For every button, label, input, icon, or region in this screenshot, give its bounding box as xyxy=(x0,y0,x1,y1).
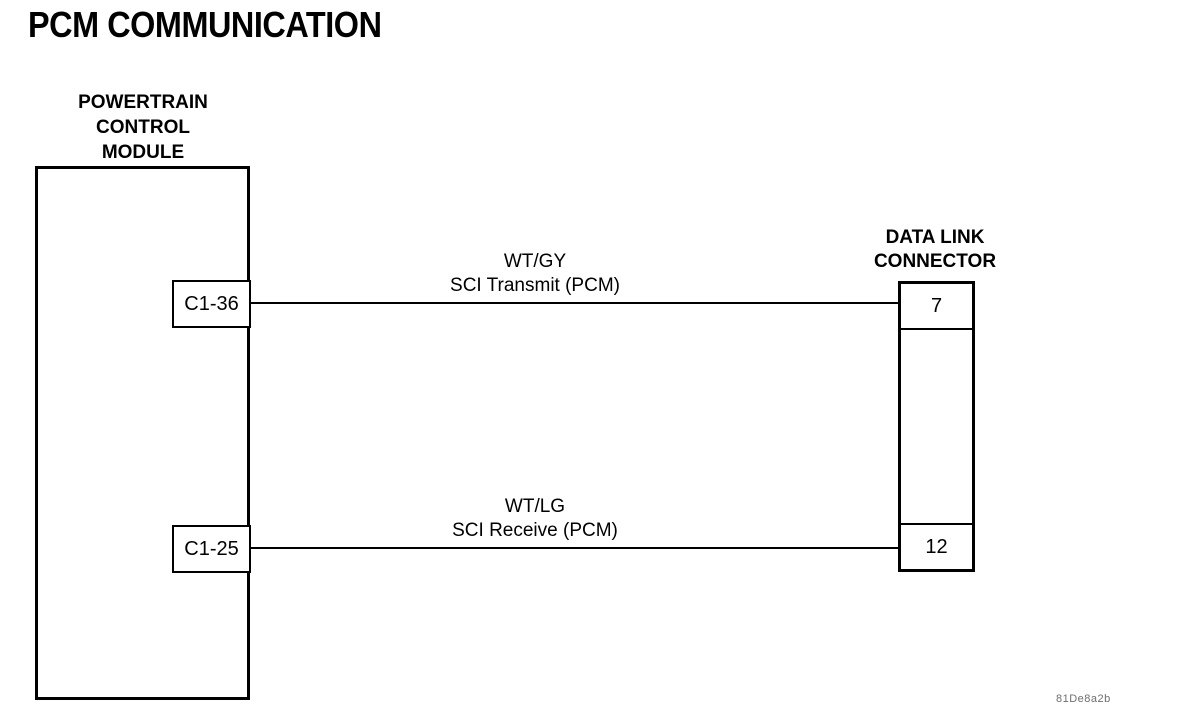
dlc-pin-12: 12 xyxy=(901,523,972,569)
wire-sci-receive xyxy=(250,547,898,549)
dlc-label-line2: CONNECTOR xyxy=(873,251,997,272)
dlc-component-box: 7 12 xyxy=(898,281,975,572)
page-title: PCM COMMUNICATION xyxy=(28,4,382,45)
pcm-pin-c1-25: C1-25 xyxy=(172,525,251,573)
pcm-label-line2: CONTROL xyxy=(96,117,190,138)
wire-signal-name: SCI Receive (PCM) xyxy=(452,520,618,541)
wire-sci-receive-label: WT/LG SCI Receive (PCM) xyxy=(335,495,735,543)
wire-sci-transmit-label: WT/GY SCI Transmit (PCM) xyxy=(335,250,735,298)
dlc-pin-7: 7 xyxy=(901,284,972,330)
wire-color-code: WT/LG xyxy=(504,496,566,517)
pcm-label-line3: MODULE xyxy=(101,142,185,163)
pcm-pin-c1-36: C1-36 xyxy=(172,280,251,328)
wire-signal-name: SCI Transmit (PCM) xyxy=(450,275,620,296)
wire-color-code: WT/GY xyxy=(503,251,567,272)
figure-reference-code: 81De8a2b xyxy=(1056,693,1111,705)
dlc-label-line1: DATA LINK xyxy=(885,227,985,248)
wire-sci-transmit xyxy=(250,302,898,304)
pcm-label-line1: POWERTRAIN xyxy=(78,92,208,113)
pcm-component-box xyxy=(35,166,250,700)
pcm-label: POWERTRAIN CONTROL MODULE xyxy=(35,90,251,165)
dlc-label: DATA LINK CONNECTOR xyxy=(835,226,1035,274)
